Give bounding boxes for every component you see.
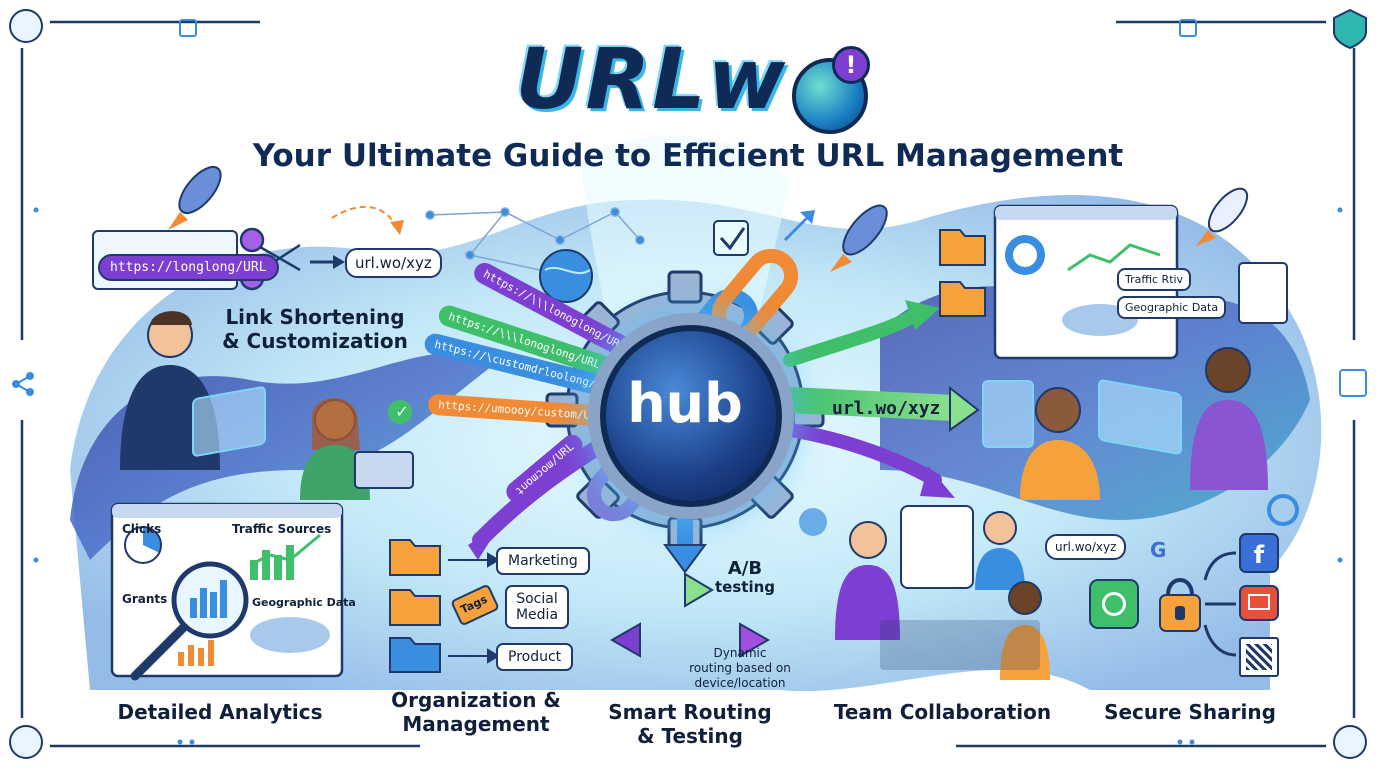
dynamic-routing-label: Dynamic routing based on device/location <box>670 646 810 691</box>
title-line: Management <box>402 712 550 736</box>
logo-wordmark: URLwO <box>0 30 1376 128</box>
google-icon: G <box>1150 538 1167 562</box>
geographic-data-label: Geographic Data <box>252 596 356 609</box>
facebook-icon: f <box>1253 541 1265 569</box>
section-title-team: Team Collaboration <box>833 700 1052 724</box>
dynamic-line: routing based on <box>689 661 791 675</box>
title-line: & Testing <box>637 724 743 748</box>
hub-label: hub <box>627 372 743 435</box>
traffic-label: Traffic Rtiv <box>1117 268 1192 291</box>
tag-text: Social Media <box>515 591 559 623</box>
ab-line: testing <box>715 578 775 596</box>
title-line: Link Shortening <box>225 305 405 329</box>
exclamation-icon: ! <box>832 46 870 84</box>
section-title-sharing: Secure Sharing <box>1104 700 1276 724</box>
dynamic-line: device/location <box>694 676 786 690</box>
section-title-link-shortening: Link Shortening & Customization <box>220 305 410 353</box>
document-screen-icon <box>982 380 1034 448</box>
geographic-data-label: Geographic Data <box>1117 296 1227 319</box>
dynamic-line: Dynamic <box>713 646 767 660</box>
checkmark-icon: ✓ <box>395 402 409 421</box>
section-title-routing: Smart Routing & Testing <box>600 700 780 748</box>
clicks-label: Clicks <box>122 522 162 536</box>
checklist-icon <box>1238 262 1288 324</box>
title-line: Smart Routing <box>608 700 772 724</box>
tag-social-media: Social Media <box>505 585 569 629</box>
title-line: Organization & <box>391 688 561 712</box>
tag-marketing: Marketing <box>496 547 590 575</box>
team-short-url-pill: url.wo/xyz <box>1045 534 1127 560</box>
ab-line: A/B <box>727 558 763 579</box>
grants-label: Grants <box>122 592 168 606</box>
output-url-label: url.wo/xyz <box>832 398 941 419</box>
section-title-analytics: Detailed Analytics <box>117 700 323 724</box>
hub-circle <box>600 325 782 507</box>
long-url-pill: https://longlong/URL <box>98 254 279 281</box>
page-subtitle: Your Ultimate Guide to Efficient URL Man… <box>252 138 1124 174</box>
logo-text: URLw <box>515 30 788 128</box>
tag-product: Product <box>496 643 574 671</box>
title-line: & Customization <box>222 329 408 353</box>
lock-icon <box>1175 606 1185 620</box>
traffic-sources-label: Traffic Sources <box>232 522 332 536</box>
short-url-pill: url.wo/xyz <box>345 248 442 278</box>
share-icon <box>1102 592 1126 616</box>
team-document-card <box>900 505 974 589</box>
mail-icon <box>1248 594 1270 610</box>
ab-testing-label: A/B testing <box>700 558 790 597</box>
qr-code-icon <box>1246 644 1272 670</box>
section-title-organization: Organization & Management <box>378 688 574 736</box>
